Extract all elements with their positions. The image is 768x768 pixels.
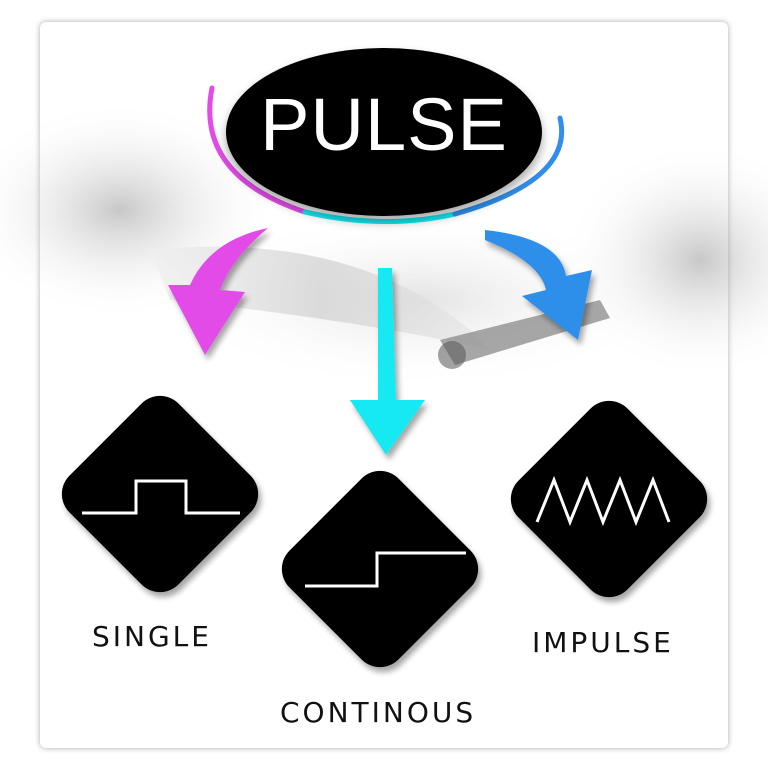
mode-single-diamond (61, 395, 259, 593)
title-oval (226, 48, 542, 216)
mode-continous-diamond (281, 470, 479, 668)
mode-impulse-diamond (510, 400, 708, 598)
arrow-continous (350, 268, 425, 455)
step-icon (305, 551, 466, 588)
mode-label-impulse: IMPULSE (532, 626, 674, 659)
arrow-single (168, 228, 268, 355)
sawtooth-icon (535, 475, 671, 527)
square-pulse-icon (82, 479, 240, 515)
device-body (150, 246, 490, 350)
mode-label-continous: CONTINOUS (280, 696, 477, 729)
arrow-impulse (485, 230, 592, 340)
device-spark (438, 341, 466, 369)
arc-cyan (302, 209, 458, 225)
page-title: PULSE (260, 83, 508, 166)
mode-label-single: SINGLE (92, 620, 212, 653)
arc-blue (452, 115, 565, 217)
arc-magenta (207, 85, 308, 215)
